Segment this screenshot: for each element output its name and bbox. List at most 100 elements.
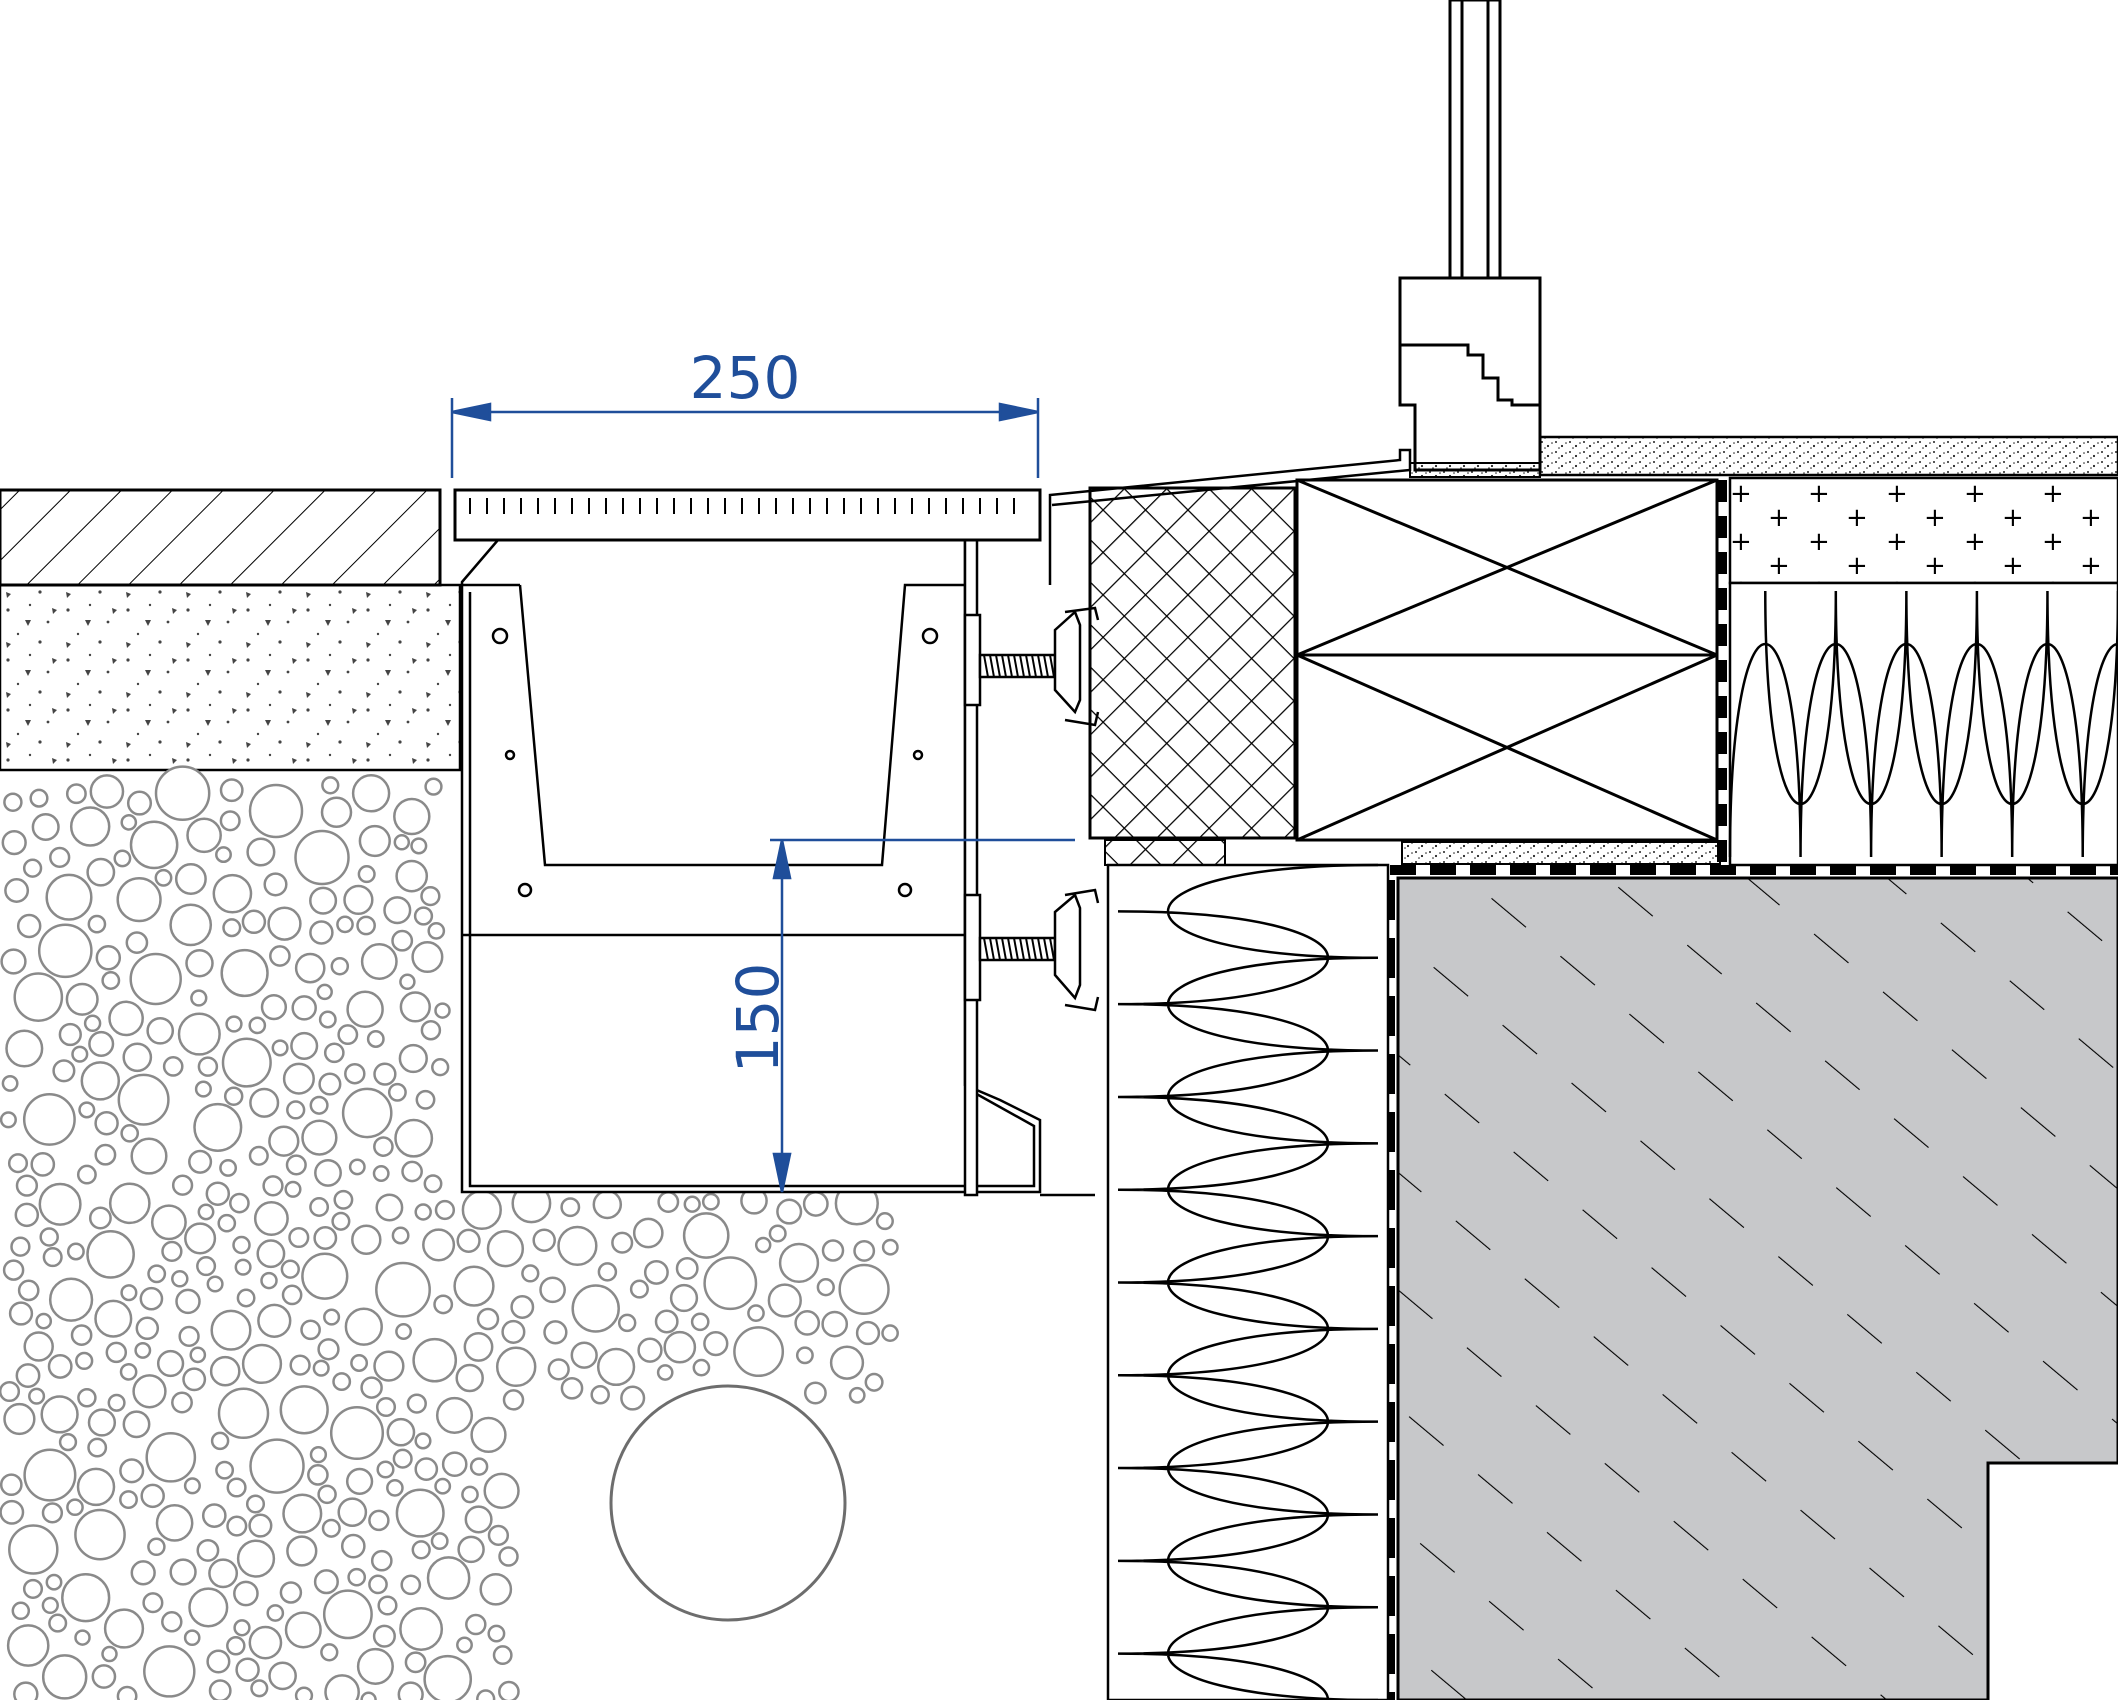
gravel-stone [778,1242,820,1284]
gravel-stone [560,1376,584,1400]
gravel-stone [120,1123,140,1143]
gravel-stone [358,824,391,858]
gravel-stone [169,903,213,947]
gravel-stone [30,1152,56,1177]
gravel-stone [393,797,431,836]
paving-slab [0,488,442,587]
gravel-stone [855,1320,881,1346]
gravel-stone [853,1239,876,1262]
gravel-stone [373,1136,394,1157]
gravel-stone [217,1213,237,1233]
gravel-stone [88,1030,115,1057]
gravel-stone [262,1175,284,1197]
gravel-stone [70,1324,93,1346]
gravel-stone [86,1230,135,1279]
gravel-stone [286,1535,318,1567]
gravel-stone [461,1485,479,1504]
gravel-stone [134,1341,152,1359]
gravel-stone [61,1573,111,1623]
gravel-stone [620,1385,646,1411]
gravel-stone [356,915,376,936]
gravel-stone [848,1386,866,1404]
gravel-stone [690,1312,710,1332]
gravel-stone [186,817,222,854]
gravel-stone [147,1537,166,1557]
gravel-stone [617,1313,637,1333]
gravel-stone [410,837,428,855]
gravel-stone [235,1657,260,1682]
gravel-stone [241,909,267,935]
gravel-stone [197,1056,219,1077]
gravel-stone [398,1043,428,1074]
gravel-stone [344,1307,383,1346]
gravel-stone [125,931,149,954]
gravel-stone [156,1349,185,1378]
gravel-stone [267,906,302,941]
gravel-stone [795,1346,814,1365]
gravel-stone [331,1211,351,1231]
gravel-stone [253,1201,289,1236]
gravel-stone [309,886,338,915]
gravel-stone [317,1484,337,1505]
gravel-stone [122,1042,153,1073]
gravel-stone [701,1192,720,1211]
gravel-stone [776,1198,803,1225]
gravel-stone [38,1182,82,1226]
gravel-stone [321,1518,341,1538]
gravel-stone [281,1284,303,1306]
gravel-stone [132,1374,167,1409]
gravel-stone [22,1578,44,1599]
gravel-stone [0,1473,23,1497]
gravel-stone [210,1431,230,1451]
gravel-stone [162,1056,184,1077]
gravel-stone [225,1015,243,1033]
gravel-stone [675,1256,699,1280]
gravel-stone [89,774,125,809]
gravel-stone [48,1277,94,1322]
gravel-stone [185,948,214,978]
gravel-stone [91,1664,117,1689]
gravel-stone [119,1490,138,1510]
gravel-stone [300,1319,321,1341]
gravel-stone [145,1431,197,1483]
concrete-slab [1396,876,2118,1700]
gravel-stone [169,1558,197,1586]
gravel-stone [412,1337,458,1383]
gravel-stone [23,1331,54,1362]
gravel-stone [8,1301,34,1326]
gravel-stone [41,1502,64,1524]
gravel-stone [411,1540,431,1560]
gravel-stone [329,1405,385,1461]
gravel-stone [456,1228,481,1253]
gravel-stone [208,1558,239,1589]
gravel-stone [87,1408,117,1437]
gravel-stone [66,1498,84,1517]
gravel-stone [434,1477,452,1495]
gravel-stone [250,1679,269,1698]
gravel-stone [395,859,429,893]
gravel-stone [703,1256,758,1311]
gravel-stone [424,777,443,796]
gravel-stone [0,948,27,975]
gravel-stone [171,1270,189,1288]
gravel-stone [205,1181,231,1206]
gravel-stone [323,1042,345,1064]
gravel-stone [324,1674,360,1700]
gravel-stone [87,1437,108,1458]
gravel-stone [95,945,122,971]
gravel-stone [368,1574,388,1595]
gravel-stone [637,1337,663,1363]
gravel-stone [502,1389,525,1411]
gravel-stone [232,1235,251,1255]
gravel-stone [479,1572,513,1606]
gravel-stone [194,1080,212,1098]
dimension-width [450,398,1040,478]
gravel-stone [663,1330,697,1364]
gravel-stone [196,1256,217,1277]
gravel-stone [78,1101,96,1119]
gravel-stone [142,1592,164,1614]
gravel-stone [219,1158,238,1177]
gravel-stone [69,806,111,847]
gravel-stone [220,948,269,998]
gravel-stone [246,837,276,867]
